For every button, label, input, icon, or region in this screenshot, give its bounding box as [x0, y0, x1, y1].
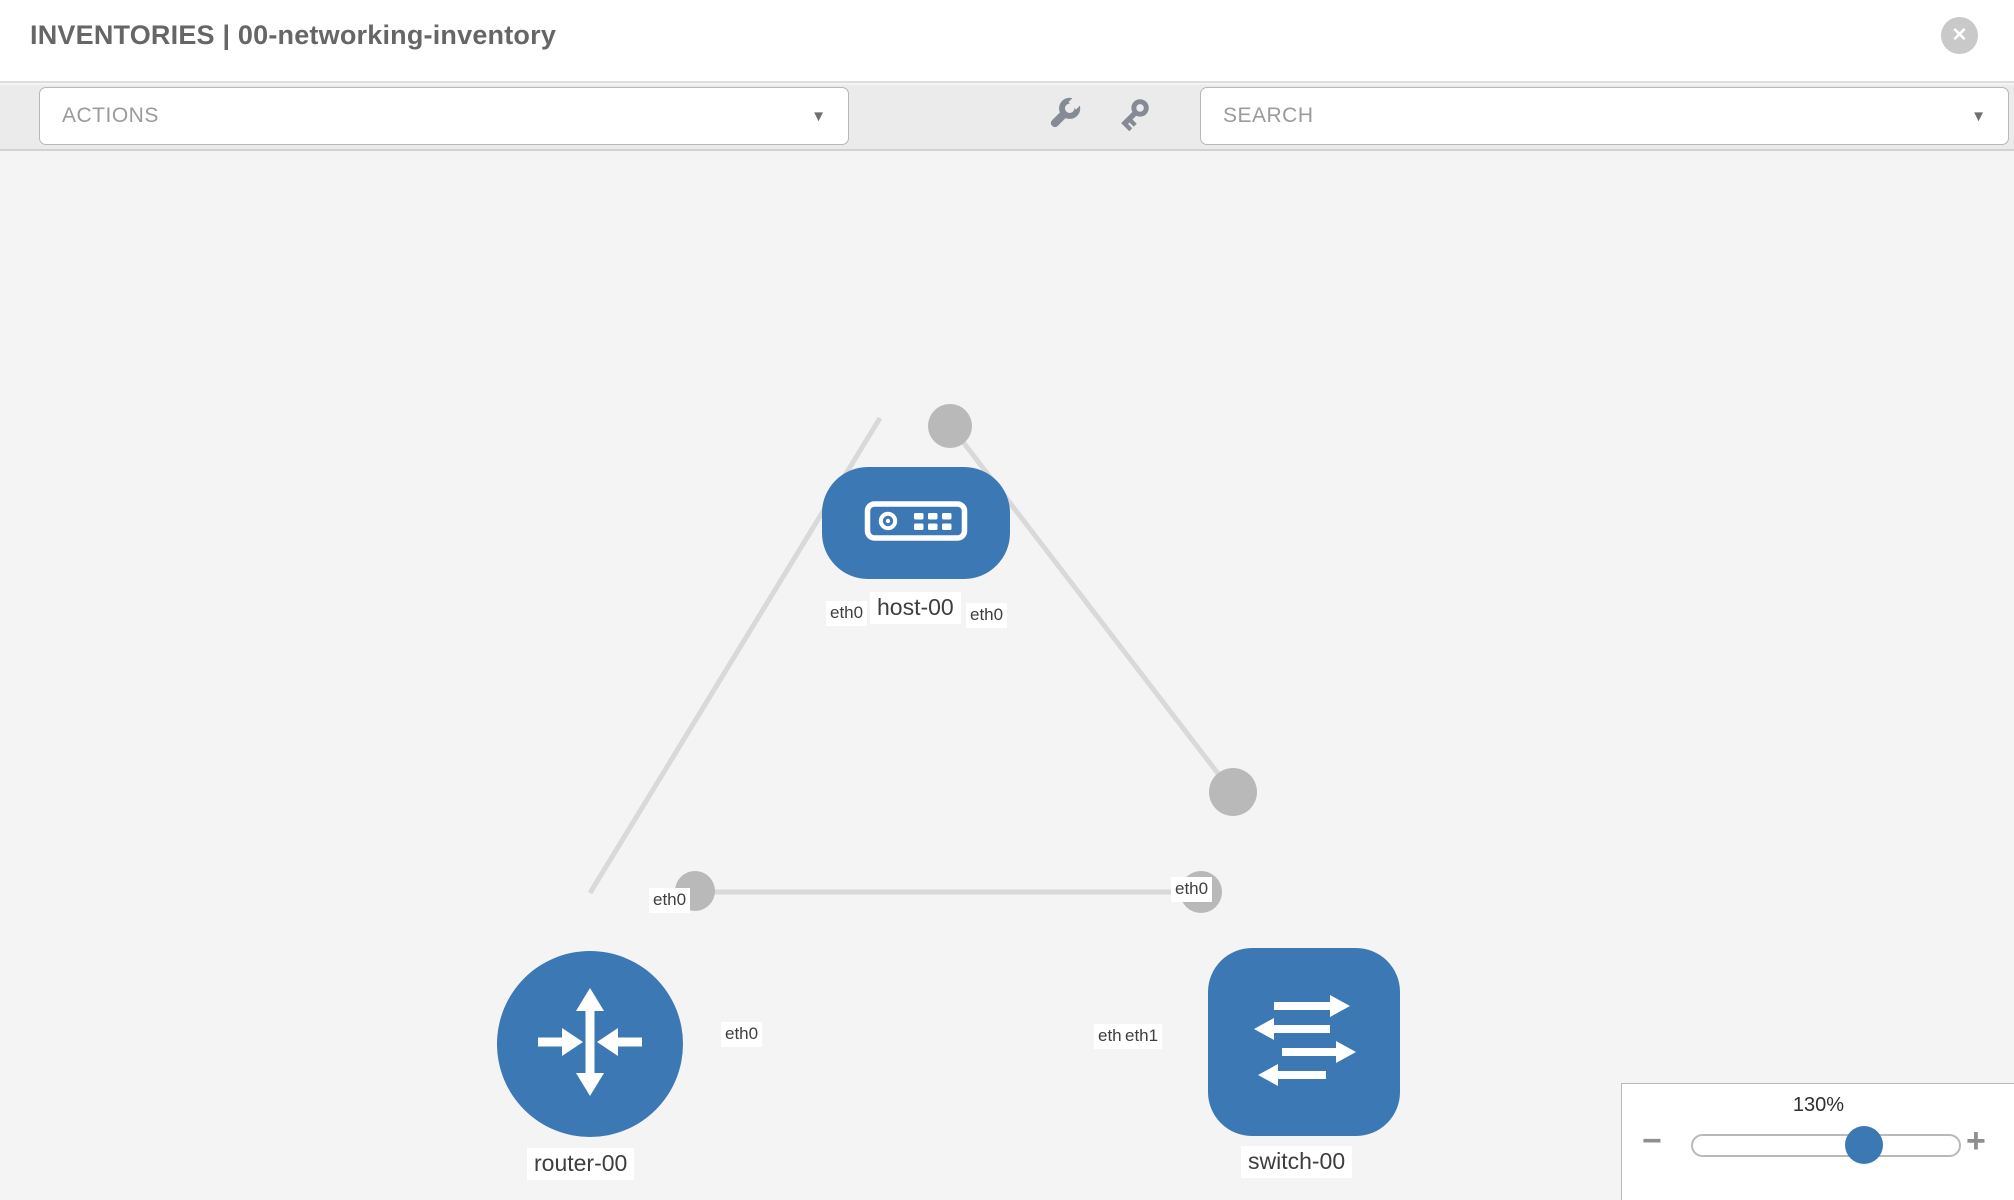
close-icon: ✕ — [1951, 25, 1968, 46]
interface-label: eth1 — [1121, 1024, 1163, 1049]
node-switch-00[interactable] — [1208, 948, 1400, 1136]
interface-label: eth0 — [649, 888, 691, 913]
zoom-slider-thumb[interactable] — [1845, 1126, 1883, 1164]
wrench-icon — [1043, 94, 1083, 138]
interface-label: eth0 — [826, 601, 868, 626]
interface-label: eth0 — [721, 1022, 763, 1047]
node-label-host-00: host-00 — [870, 592, 961, 624]
zoom-in-button[interactable]: + — [1966, 1124, 1986, 1158]
search-dropdown-label: SEARCH — [1223, 104, 1314, 127]
topology-links-layer — [587, 404, 1257, 913]
interface-label: eth0 — [1171, 877, 1213, 902]
topology-canvas[interactable]: eth0 eth0 eth0 eth0 eth0 eth0 eth1 host-… — [0, 151, 2014, 1200]
zoom-slider-track[interactable] — [1691, 1134, 1961, 1157]
plus-icon: + — [1966, 1122, 1986, 1160]
minus-icon: − — [1642, 1122, 1662, 1160]
node-label-switch-00: switch-00 — [1241, 1146, 1353, 1178]
node-label-router-00: router-00 — [527, 1148, 635, 1180]
configure-button[interactable] — [1040, 93, 1086, 139]
interface-label: eth0 — [966, 603, 1008, 628]
switch-icon — [1248, 984, 1360, 1101]
chevron-down-icon: ▼ — [1971, 107, 1986, 125]
zoom-control-panel: 130% − + — [1621, 1083, 2014, 1200]
interface-dot-host-bottom — [928, 404, 972, 448]
chevron-down-icon: ▼ — [811, 107, 826, 125]
interface-dot-switch-top — [1209, 768, 1257, 816]
zoom-out-button[interactable]: − — [1642, 1124, 1662, 1158]
host-icon — [864, 500, 968, 547]
close-button[interactable]: ✕ — [1941, 17, 1978, 54]
search-dropdown[interactable]: SEARCH ▼ — [1200, 87, 2009, 145]
key-icon — [1113, 98, 1153, 138]
key-button[interactable] — [1110, 93, 1156, 139]
actions-dropdown[interactable]: ACTIONS ▼ — [39, 87, 849, 145]
page-title: INVENTORIES | 00-networking-inventory — [30, 20, 557, 50]
zoom-level-label: 130% — [1792, 1094, 1845, 1116]
router-icon — [532, 984, 648, 1105]
header: INVENTORIES | 00-networking-inventory ✕ — [0, 0, 2014, 83]
toolbar: ACTIONS ▼ — [0, 85, 2014, 151]
node-router-00[interactable] — [497, 951, 683, 1137]
actions-dropdown-label: ACTIONS — [62, 104, 159, 127]
node-host-00[interactable] — [822, 467, 1010, 579]
